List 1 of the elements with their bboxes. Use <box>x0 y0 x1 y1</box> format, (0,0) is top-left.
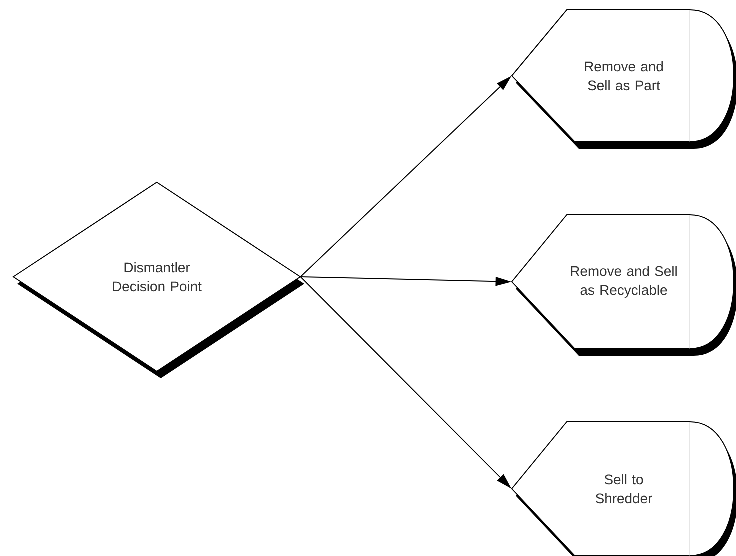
node-label: Remove and Sell as Recyclable <box>571 266 677 298</box>
